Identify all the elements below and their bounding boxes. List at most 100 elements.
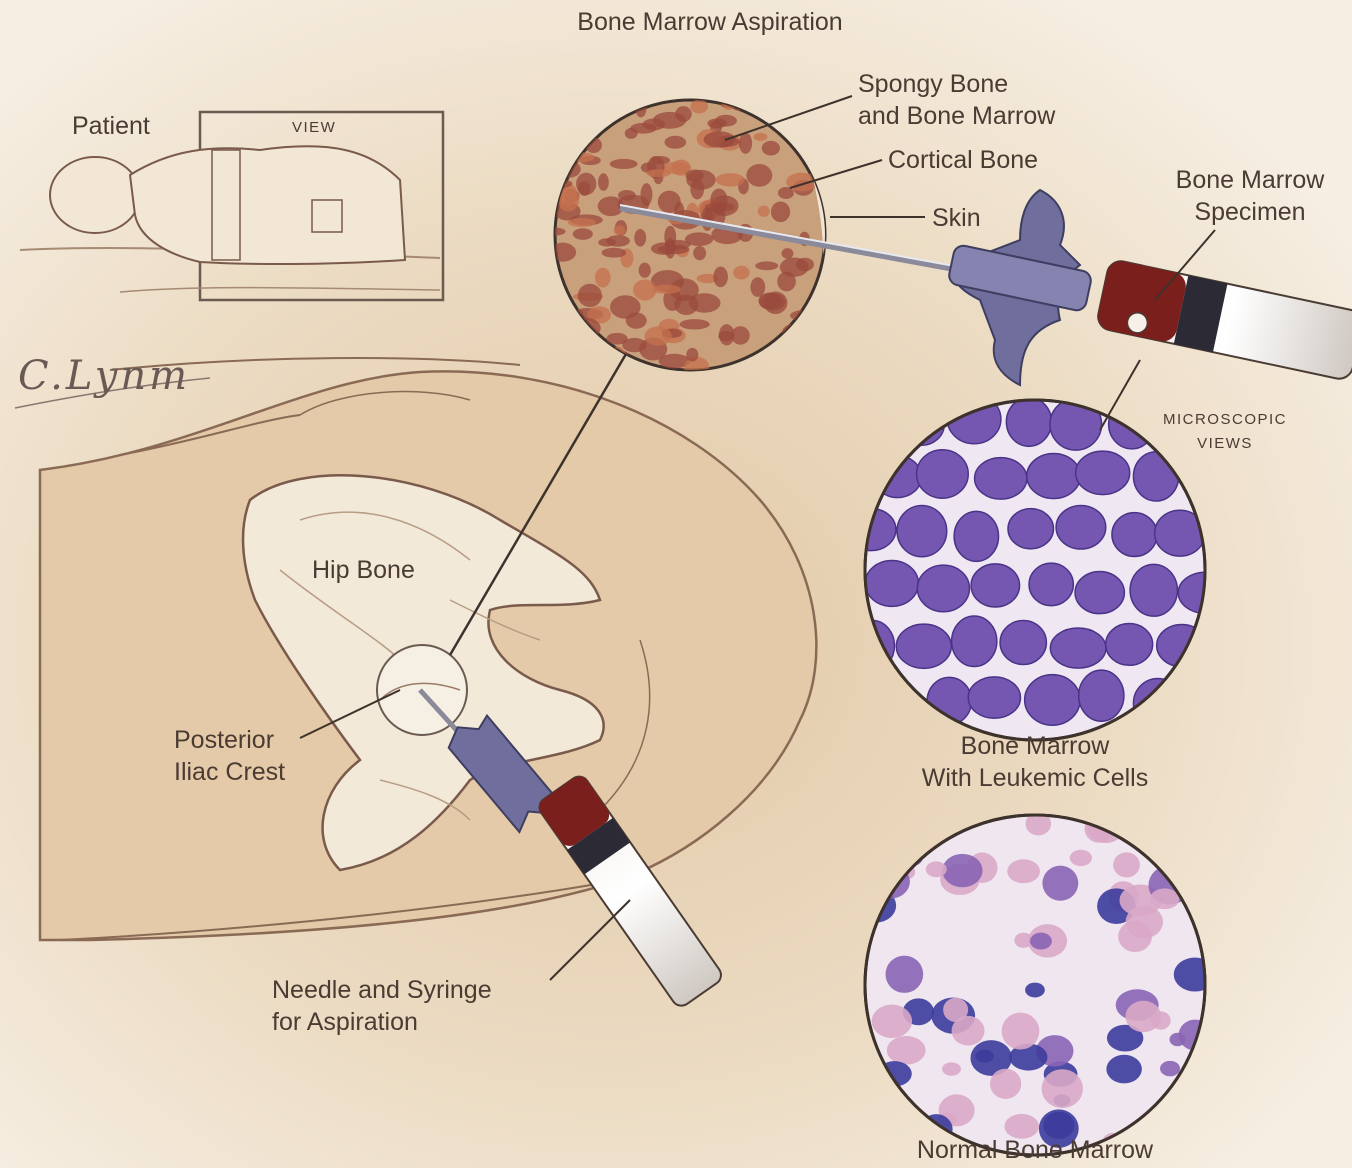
marrow-blotch bbox=[568, 218, 596, 227]
marrow-cell bbox=[990, 1069, 1021, 1099]
marrow-blotch bbox=[680, 319, 710, 329]
leukemic-cell bbox=[1050, 628, 1106, 668]
leukemic-cell bbox=[971, 564, 1019, 607]
marrow-blotch bbox=[771, 201, 790, 222]
marrow-blotch bbox=[686, 348, 698, 362]
leukemic-cell bbox=[1029, 563, 1073, 606]
leukemic-label-line2: With Leukemic Cells bbox=[860, 762, 1210, 794]
marrow-cell bbox=[1106, 1055, 1141, 1084]
leukemic-cell bbox=[1075, 572, 1124, 614]
marrow-cell bbox=[1160, 1061, 1180, 1076]
marrow-cell bbox=[1025, 983, 1045, 998]
leukemic-cell bbox=[975, 458, 1027, 500]
marrow-blotch bbox=[690, 100, 708, 114]
marrow-blotch bbox=[610, 159, 638, 169]
microscopic-heading-line1: MICROSCOPIC bbox=[1120, 408, 1330, 432]
marrow-blotch bbox=[689, 293, 721, 313]
view-label: VIEW bbox=[292, 116, 336, 140]
marrow-blotch bbox=[639, 263, 651, 278]
leukemic-cell bbox=[1130, 564, 1177, 616]
marrow-cell bbox=[1070, 850, 1092, 866]
leukemic-cell bbox=[954, 511, 998, 561]
marrow-cell bbox=[1113, 852, 1140, 877]
marrow-blotch bbox=[754, 133, 768, 141]
marrow-cell bbox=[872, 1005, 912, 1038]
skin-label: Skin bbox=[932, 202, 981, 234]
marrow-blotch bbox=[750, 277, 765, 297]
marrow-cell bbox=[887, 1036, 926, 1064]
leukemic-cell bbox=[1076, 451, 1130, 495]
specimen-label-line1: Bone Marrow bbox=[1150, 164, 1350, 196]
marrow-cell bbox=[1125, 1001, 1161, 1032]
leukemic-cell bbox=[952, 616, 997, 666]
marrow-blotch bbox=[625, 128, 638, 139]
leukemic-cell bbox=[1056, 505, 1106, 549]
marrow-blotch bbox=[576, 173, 596, 195]
marrow-blotch bbox=[733, 266, 749, 280]
marrow-cell bbox=[1007, 859, 1040, 883]
marrow-blotch bbox=[634, 229, 646, 247]
leukemic-label-line1: Bone Marrow bbox=[860, 730, 1210, 762]
spongy-label-line2: and Bone Marrow bbox=[858, 100, 1055, 132]
marrow-cell bbox=[1126, 905, 1163, 938]
needle-label-line2: for Aspiration bbox=[272, 1006, 418, 1038]
marrow-cell bbox=[1042, 866, 1078, 901]
marrow-blotch bbox=[693, 246, 706, 260]
leukemic-cell bbox=[1006, 398, 1051, 447]
marrow-blotch bbox=[686, 170, 715, 190]
marrow-blotch bbox=[573, 228, 593, 240]
leukemic-cell bbox=[968, 677, 1020, 718]
leukemic-cell bbox=[917, 565, 969, 612]
artist-signature: C.Lynm bbox=[18, 360, 190, 392]
marrow-blotch bbox=[626, 312, 647, 328]
marrow-blotch bbox=[746, 164, 772, 187]
leukemic-cell bbox=[896, 624, 951, 668]
diagram-title: Bone Marrow Aspiration bbox=[480, 6, 940, 38]
marrow-blotch bbox=[705, 202, 735, 212]
needle-label-line1: Needle and Syringe bbox=[272, 974, 492, 1006]
marrow-cell bbox=[952, 1016, 985, 1046]
marrow-blotch bbox=[578, 284, 602, 307]
marrow-blotch bbox=[652, 285, 680, 294]
leukemic-cell bbox=[865, 561, 918, 607]
hip-bone-label: Hip Bone bbox=[312, 554, 415, 586]
marrow-cell bbox=[926, 861, 947, 877]
marrow-cell bbox=[1150, 888, 1180, 909]
marrow-cell bbox=[886, 956, 924, 993]
marrow-blotch bbox=[633, 279, 656, 300]
marrow-blotch bbox=[759, 293, 785, 311]
marrow-blotch bbox=[606, 235, 630, 246]
marrow-blotch bbox=[755, 261, 778, 270]
patient-label: Patient bbox=[72, 110, 150, 142]
marrow-cell bbox=[1002, 1013, 1040, 1050]
marrow-blotch bbox=[685, 232, 713, 246]
marrow-blotch bbox=[777, 272, 796, 292]
crest-label-line2: Iliac Crest bbox=[174, 756, 285, 788]
marrow-blotch bbox=[739, 133, 752, 154]
leukemic-cell bbox=[1000, 621, 1046, 665]
marrow-blotch bbox=[704, 131, 736, 147]
leukemic-cell bbox=[1106, 624, 1153, 666]
marrow-blotch bbox=[758, 206, 770, 217]
microscopic-heading-line2: VIEWS bbox=[1120, 432, 1330, 456]
marrow-blotch bbox=[595, 268, 611, 288]
marrow-blotch bbox=[718, 331, 733, 341]
marrow-cell bbox=[1030, 933, 1052, 950]
leukemic-cell bbox=[1112, 513, 1157, 557]
marrow-blotch bbox=[598, 173, 609, 191]
marrow-blotch bbox=[796, 258, 814, 271]
leukemic-cell bbox=[1025, 675, 1080, 726]
marrow-blotch bbox=[614, 225, 626, 235]
marrow-blotch bbox=[602, 248, 627, 258]
cortical-bone-label: Cortical Bone bbox=[888, 144, 1038, 176]
leukemic-cell bbox=[897, 505, 947, 556]
leukemic-cell bbox=[1027, 454, 1081, 499]
marrow-blotch bbox=[665, 136, 687, 149]
normal-marrow-label: Normal Bone Marrow bbox=[860, 1134, 1210, 1166]
marrow-cell bbox=[976, 1050, 994, 1063]
marrow-blotch bbox=[713, 267, 728, 288]
marrow-blotch bbox=[644, 326, 671, 345]
marrow-cell bbox=[1042, 1069, 1083, 1108]
marrow-cell bbox=[942, 1062, 961, 1075]
